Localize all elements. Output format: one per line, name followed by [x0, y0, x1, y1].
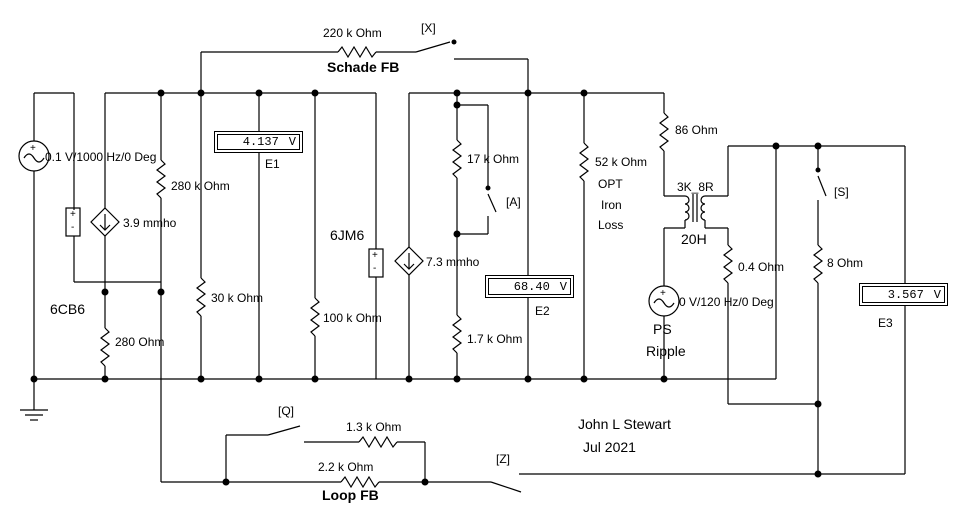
ripple-name-1: PS — [653, 321, 672, 337]
schade-resistor-label: 220 k Ohm — [323, 26, 382, 40]
junction-dots — [30, 39, 822, 486]
meter-e2: 68.40 V — [485, 275, 574, 298]
meter-e3: 3.567 V — [859, 283, 948, 306]
meter-e1-value: 4.137 — [242, 135, 279, 149]
meter-e2-name: E2 — [535, 304, 550, 318]
schade-fb-label: Schade FB — [327, 59, 400, 75]
date-label: Jul 2021 — [583, 439, 636, 455]
switch-x-label: [X] — [421, 21, 436, 35]
plate1-resistor-label: 30 k Ohm — [211, 291, 264, 305]
meter-e2-value: 68.40 — [513, 279, 550, 294]
plate2-resistor-label: 100 k Ohm — [323, 311, 382, 325]
opt-label-3: Loss — [598, 218, 624, 232]
tube1-name: 6CB6 — [50, 301, 86, 317]
tube1-plus: + — [70, 209, 76, 220]
sec-resistor-label: 0.4 Ohm — [738, 260, 785, 274]
loop1-resistor-label: 1.3 k Ohm — [346, 420, 402, 434]
meter-e3-value: 3.567 — [887, 287, 924, 302]
input-source-label: 0.1 V/1000 Hz/0 Deg — [45, 150, 157, 164]
opt-label-1: OPT — [598, 177, 623, 191]
tube2-name: 6JM6 — [330, 227, 365, 243]
div-top-resistor-label: 17 k Ohm — [467, 152, 520, 166]
iron-loss-resistor-label: 52 k Ohm — [595, 155, 648, 169]
tube1-circuit — [65, 92, 376, 482]
loop2-resistor-label: 2.2 k Ohm — [318, 460, 374, 474]
stage1-plate-loads — [196, 93, 384, 379]
cathode-resistor-label: 280 Ohm — [115, 335, 165, 349]
switch-s-label: [S] — [834, 185, 849, 199]
ripple-source-plus: + — [660, 288, 666, 299]
load-resistor-label: 8 Ohm — [827, 256, 864, 270]
loop-fb-label: Loop FB — [322, 487, 379, 503]
ripple-source-label: 0 V/120 Hz/0 Deg — [679, 295, 774, 309]
tube1-minus: - — [71, 222, 75, 233]
input-source — [18, 92, 75, 379]
tube2-plus: + — [372, 250, 378, 261]
ground-icon — [20, 379, 48, 421]
meter-e1-name: E1 — [265, 157, 280, 171]
tube2-minus: - — [373, 263, 377, 274]
xfmr-label: 3K_8R — [677, 180, 714, 194]
series-resistor-label: 86 Ohm — [675, 123, 718, 137]
meter-e1-unit: V — [288, 135, 296, 149]
output-load — [776, 145, 906, 475]
meter-e3-unit: V — [933, 287, 941, 302]
output-transformer — [648, 93, 818, 405]
tube1-gm-label: 3.9 mmho — [123, 216, 177, 230]
author-label: John L Stewart — [578, 416, 671, 432]
ripple-name-2: Ripple — [646, 343, 686, 359]
input-source-plus: + — [30, 143, 36, 154]
opt-label-2: Iron — [601, 198, 622, 212]
meter-e3-name: E3 — [878, 316, 893, 330]
grid-resistor-label: 280 k Ohm — [171, 179, 230, 193]
meter-e1: 4.137 V — [214, 131, 303, 153]
switch-z-label: [Z] — [496, 452, 510, 466]
switch-q-label: [Q] — [278, 404, 295, 418]
tube2-gm-label: 7.3 mmho — [426, 255, 480, 269]
inductance-label: 20H — [681, 231, 707, 247]
tube2-circuit — [394, 92, 664, 379]
meter-e2-unit: V — [559, 279, 567, 294]
div-bot-resistor-label: 1.7 k Ohm — [467, 332, 523, 346]
switch-a-label: [A] — [506, 195, 521, 209]
schade-fb-path — [200, 41, 529, 93]
loop-fb-path — [161, 425, 818, 493]
